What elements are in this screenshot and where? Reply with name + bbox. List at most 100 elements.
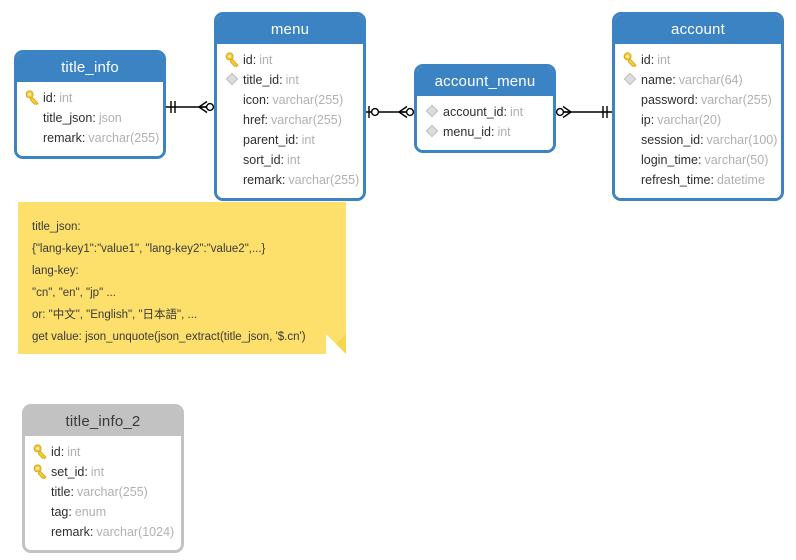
- field-row[interactable]: id:int: [615, 50, 781, 70]
- foreign-key-icon: [623, 72, 641, 88]
- field-type: varchar(64): [678, 73, 743, 87]
- field-row[interactable]: password:varchar(255): [615, 90, 781, 110]
- entity-title-title_info_2: title_info_2: [25, 407, 181, 436]
- field-type: int: [301, 133, 315, 147]
- field-type: int: [509, 105, 524, 119]
- entity-title-account: account: [615, 15, 781, 44]
- no-key-icon: [225, 92, 243, 108]
- field-name: parent_id:: [243, 133, 299, 147]
- field-type: varchar(20): [657, 113, 722, 127]
- no-key-icon: [225, 152, 243, 168]
- field-name: account_id:: [443, 105, 507, 119]
- no-key-icon: [33, 504, 51, 520]
- relationship-menu-account_menu[interactable]: [354, 97, 426, 127]
- field-name: set_id:: [51, 465, 88, 479]
- field-name: session_id:: [641, 133, 704, 147]
- field-name: id:: [51, 445, 65, 459]
- field-row[interactable]: icon:varchar(255): [217, 90, 363, 110]
- field-name: title:: [51, 485, 74, 499]
- note-line: "cn", "en", "jp" ...: [32, 287, 116, 299]
- field-type: varchar(255): [288, 173, 360, 187]
- field-name: remark:: [51, 525, 94, 539]
- relationship-title_info-menu[interactable]: [154, 92, 226, 122]
- note-line: get value: json_unquote(json_extract(tit…: [32, 331, 306, 343]
- foreign-key-icon: [425, 104, 443, 120]
- field-name: remark:: [243, 173, 286, 187]
- field-row[interactable]: session_id:varchar(100): [615, 130, 781, 150]
- field-name: password:: [641, 93, 698, 107]
- field-type: int: [59, 91, 73, 105]
- field-row[interactable]: login_time:varchar(50): [615, 150, 781, 170]
- field-type: varchar(255): [272, 93, 344, 107]
- note-line: lang-key:: [32, 265, 79, 277]
- field-row[interactable]: remark:varchar(255): [17, 128, 163, 148]
- no-key-icon: [33, 524, 51, 540]
- note-fold-corner-icon: [326, 334, 346, 354]
- field-name: id:: [43, 91, 57, 105]
- field-row[interactable]: ip:varchar(20): [615, 110, 781, 130]
- no-key-icon: [623, 152, 641, 168]
- no-key-icon: [33, 484, 51, 500]
- primary-key-icon: [33, 464, 51, 480]
- field-name: icon:: [243, 93, 270, 107]
- field-name: id:: [641, 53, 655, 67]
- foreign-key-icon: [225, 72, 243, 88]
- field-row[interactable]: tag:enum: [25, 502, 181, 522]
- field-type: int: [259, 53, 273, 67]
- field-row[interactable]: remark:varchar(255): [217, 170, 363, 190]
- field-type: varchar(255): [271, 113, 342, 127]
- field-row[interactable]: parent_id:int: [217, 130, 363, 150]
- note-line: {"lang-key1":"value1", "lang-key2":"valu…: [32, 243, 266, 255]
- field-type: int: [67, 445, 81, 459]
- note-line: title_json:: [32, 221, 81, 233]
- no-key-icon: [25, 130, 43, 146]
- field-row[interactable]: name:varchar(64): [615, 70, 781, 90]
- primary-key-icon: [623, 52, 641, 68]
- field-row[interactable]: title_id:int: [217, 70, 363, 90]
- no-key-icon: [225, 132, 243, 148]
- field-name: remark:: [43, 131, 86, 145]
- field-name: menu_id:: [443, 125, 495, 139]
- field-row[interactable]: href:varchar(255): [217, 110, 363, 130]
- primary-key-icon: [225, 52, 243, 68]
- field-row[interactable]: set_id:int: [25, 462, 181, 482]
- field-row[interactable]: title:varchar(255): [25, 482, 181, 502]
- foreign-key-icon: [425, 124, 443, 140]
- primary-key-icon: [25, 90, 43, 106]
- field-row[interactable]: id:int: [217, 50, 363, 70]
- field-row[interactable]: menu_id:int: [417, 122, 553, 142]
- no-key-icon: [623, 92, 641, 108]
- field-row[interactable]: refresh_time:datetime: [615, 170, 781, 190]
- field-name: name:: [641, 73, 676, 87]
- field-type: int: [90, 465, 105, 479]
- no-key-icon: [623, 132, 641, 148]
- field-name: sort_id:: [243, 153, 284, 167]
- field-row[interactable]: title_json:json: [17, 108, 163, 128]
- relationship-account_menu-account[interactable]: [544, 97, 624, 127]
- field-row[interactable]: remark:varchar(1024): [25, 522, 181, 542]
- note-title_json-note[interactable]: title_json: {"lang-key1":"value1", "lang-…: [18, 202, 346, 354]
- field-type: varchar(255): [76, 485, 148, 499]
- field-type: varchar(50): [704, 153, 769, 167]
- field-type: int: [287, 153, 301, 167]
- field-row[interactable]: id:int: [17, 88, 163, 108]
- no-key-icon: [25, 110, 43, 126]
- field-row[interactable]: sort_id:int: [217, 150, 363, 170]
- field-row[interactable]: account_id:int: [417, 102, 553, 122]
- field-type: int: [285, 73, 299, 87]
- field-row[interactable]: id:int: [25, 442, 181, 462]
- field-name: ip:: [641, 113, 655, 127]
- field-name: id:: [243, 53, 257, 67]
- field-type: varchar(100): [706, 133, 778, 147]
- field-name: href:: [243, 113, 269, 127]
